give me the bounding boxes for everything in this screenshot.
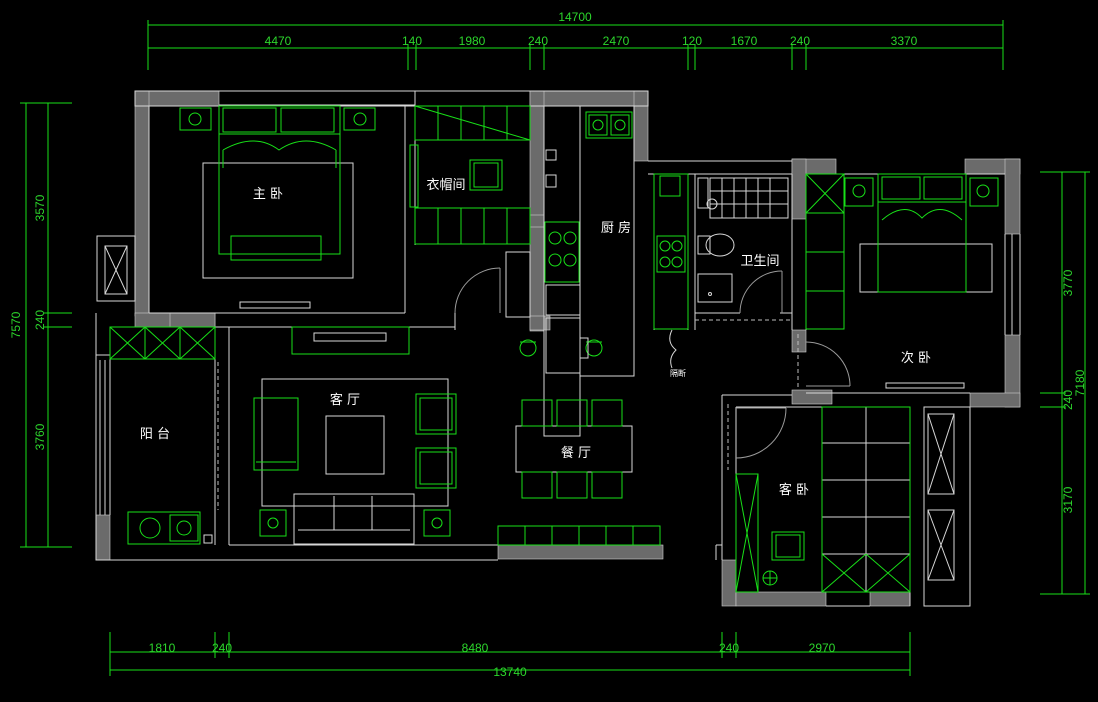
dim-top-segment: 1980 bbox=[459, 34, 486, 48]
dim-left-segment: 3760 bbox=[33, 423, 47, 450]
dim-right-segment: 3170 bbox=[1061, 486, 1075, 513]
room-label-guest-bedroom: 客 卧 bbox=[779, 482, 809, 498]
cloakroom bbox=[409, 105, 531, 318]
dim-top-segment: 120 bbox=[682, 34, 702, 48]
room-label-second-bedroom: 次 卧 bbox=[901, 350, 931, 366]
dim-bottom-segment: 1810 bbox=[149, 641, 176, 655]
dim-left-segment: 3570 bbox=[33, 194, 47, 221]
room-label-bathroom: 卫生间 bbox=[740, 254, 779, 269]
guest-bedroom bbox=[727, 404, 955, 593]
dim-top-segment: 4470 bbox=[265, 34, 292, 48]
dim-top-segment: 140 bbox=[402, 34, 422, 48]
dim-top-total: 14700 bbox=[558, 10, 592, 24]
dim-top-segment: 3370 bbox=[891, 34, 918, 48]
dim-bottom-segment: 2970 bbox=[809, 641, 836, 655]
master-bedroom bbox=[179, 105, 376, 309]
room-label-dining-room: 餐 厅 bbox=[561, 445, 591, 461]
room-label-kitchen: 厨 房 bbox=[601, 220, 631, 236]
living-room bbox=[217, 326, 457, 545]
balcony bbox=[104, 245, 216, 545]
dim-bottom-segment: 240 bbox=[719, 641, 739, 655]
dim-bottom-segment: 8480 bbox=[462, 641, 489, 655]
kitchen bbox=[519, 105, 635, 437]
dim-right-segment: 3770 bbox=[1061, 269, 1075, 296]
walls bbox=[95, 90, 1021, 607]
dining-room bbox=[497, 399, 661, 546]
dim-top-segment: 2470 bbox=[603, 34, 630, 48]
room-label-living-room: 客 厅 bbox=[330, 392, 360, 408]
dim-left-segment: 240 bbox=[33, 310, 47, 330]
room-labels: 主 卧 衣帽间 厨 房 卫生间 次 卧 客 厅 阳 台 餐 厅 客 卧 bbox=[140, 177, 931, 498]
dimension-labels: 14700 4470 140 1980 240 2470 120 1670 24… bbox=[9, 10, 1087, 679]
kitchen-utility: 隔断 bbox=[653, 173, 689, 378]
dim-top-segment: 1670 bbox=[731, 34, 758, 48]
dim-right-total: 7180 bbox=[1073, 369, 1087, 396]
dim-top-segment: 240 bbox=[528, 34, 548, 48]
partition-label: 隔断 bbox=[670, 368, 686, 378]
dim-bottom-total: 13740 bbox=[493, 665, 527, 679]
room-label-balcony: 阳 台 bbox=[140, 427, 170, 442]
second-bedroom bbox=[797, 173, 999, 390]
room-label-master-bedroom: 主 卧 bbox=[253, 187, 283, 202]
dim-left-total: 7570 bbox=[9, 311, 23, 338]
bathroom bbox=[695, 177, 792, 321]
dim-bottom-segment: 240 bbox=[212, 641, 232, 655]
dim-top-segment: 240 bbox=[790, 34, 810, 48]
room-label-cloakroom: 衣帽间 bbox=[426, 177, 465, 193]
dimension-lines bbox=[20, 20, 1090, 676]
dim-right-segment: 240 bbox=[1061, 390, 1075, 410]
wall-outlines bbox=[95, 90, 1021, 607]
